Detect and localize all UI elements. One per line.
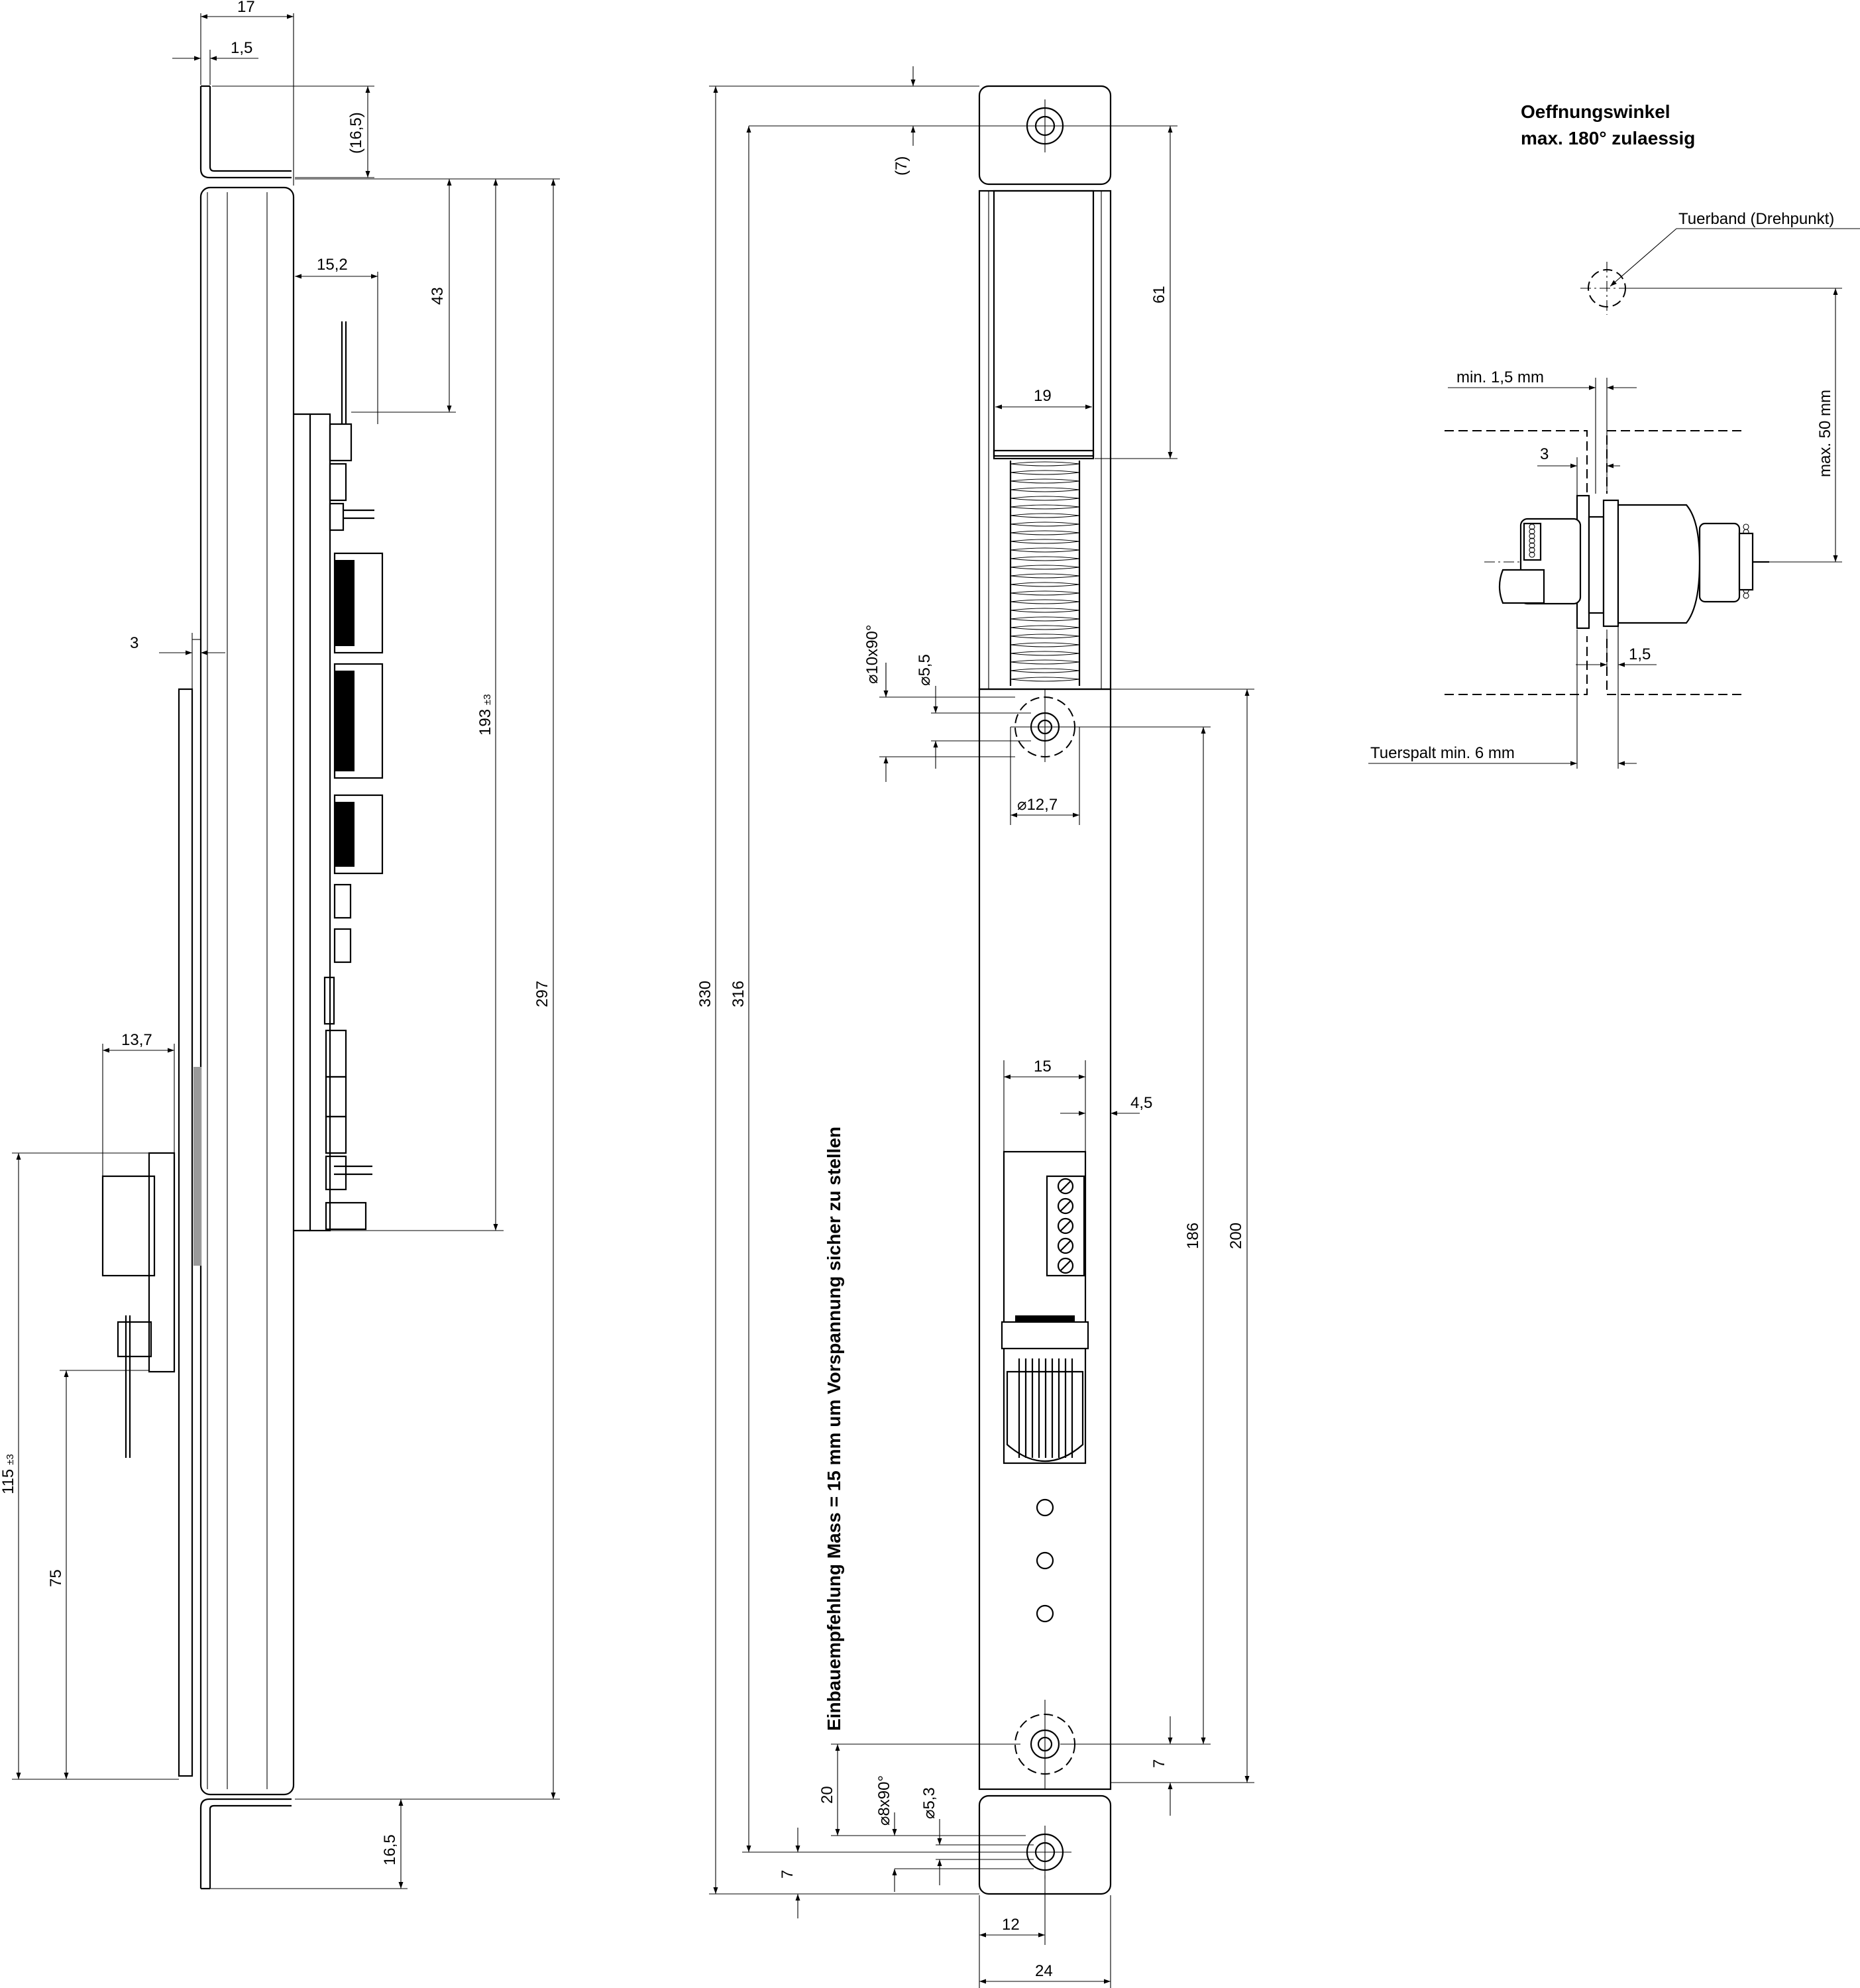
dim-8x90: ⌀8x90° <box>875 1775 893 1826</box>
dim-297: 297 <box>533 981 551 1007</box>
upper-housing <box>978 190 1112 690</box>
dim-316: 316 <box>730 981 747 1007</box>
frame-top-left <box>1445 430 1588 494</box>
frame-top-right <box>1606 430 1741 494</box>
hole-1 <box>1036 1498 1054 1517</box>
dim-1-5: 1,5 <box>231 39 252 57</box>
dim-43: 43 <box>429 287 447 305</box>
dim-7-bottom: 7 <box>779 1870 796 1879</box>
front-terminal-block <box>1001 1150 1089 1464</box>
side-rail <box>178 688 193 1777</box>
opening-angle-limit: max. 180° zulaessig <box>1521 128 1695 148</box>
dim-12-7: ⌀12,7 <box>1017 796 1058 814</box>
dim-61: 61 <box>1150 286 1168 304</box>
hinge-label: Tuerband (Drehpunkt) <box>1678 210 1834 228</box>
profile-body <box>199 186 295 1796</box>
frame-bottom-right <box>1606 636 1741 695</box>
dim-13-7: 13,7 <box>121 1031 152 1049</box>
dim-5-5: ⌀5,5 <box>916 654 934 686</box>
installation-note: Einbauempfehlung Mass = 15 mm um Vorspan… <box>824 1127 844 1731</box>
frame-bottom-left <box>1445 636 1588 695</box>
dim-1-5-detail-label: 1,5 <box>1629 645 1651 663</box>
hole-2 <box>1036 1551 1054 1570</box>
dim-7-top: (7) <box>893 156 910 176</box>
dim-17: 17 <box>237 0 255 16</box>
front-view: (7) 61 19 ⌀10x90° ⌀5,5 ⌀12,7 330 <box>696 66 1254 1988</box>
detail-dims: max. 50 mm min. 1,5 mm 3 1,5 Tuerspalt m… <box>1368 288 1842 769</box>
dim-15-2: 15,2 <box>317 256 348 274</box>
pcb-board <box>309 413 331 1232</box>
terminal-block-3 <box>333 794 384 875</box>
dim-4-5: 4,5 <box>1130 1094 1152 1112</box>
connector-housing <box>101 1175 156 1277</box>
dim-186: 186 <box>1184 1223 1202 1249</box>
dim-20: 20 <box>818 1786 836 1804</box>
max-50-label: max. 50 mm <box>1816 390 1834 477</box>
side-view: 17 1,5 (16,5) 15,2 43 193±3 297 <box>0 0 560 1890</box>
dim-19: 19 <box>1034 387 1052 405</box>
dim-115: 115±3 <box>0 1454 17 1494</box>
dim-7-right: 7 <box>1150 1759 1168 1768</box>
dim-200: 200 <box>1227 1223 1245 1249</box>
terminal-block-2 <box>333 663 384 779</box>
top-bracket <box>199 86 292 179</box>
top-end-plate <box>978 85 1112 186</box>
connector-assembly <box>1498 494 1769 630</box>
dim-24: 24 <box>1035 1962 1053 1980</box>
dim-16-5-bottom: 16,5 <box>381 1834 399 1865</box>
dim-3-detail-label: 3 <box>1540 445 1549 463</box>
min-1-5-label: min. 1,5 mm <box>1456 368 1544 386</box>
dim-15: 15 <box>1034 1058 1052 1076</box>
front-dims: (7) 61 19 ⌀10x90° ⌀5,5 ⌀12,7 330 <box>696 66 1254 1988</box>
lower-body <box>978 688 1112 1791</box>
terminal-block-1 <box>333 552 384 654</box>
dim-16-5-top: (16,5) <box>347 112 365 154</box>
dim-3: 3 <box>130 634 138 652</box>
spring <box>1009 461 1081 686</box>
dim-12: 12 <box>1002 1916 1020 1934</box>
door-gap-label: Tuerspalt min. 6 mm <box>1370 744 1515 762</box>
hole-3 <box>1036 1604 1054 1623</box>
dim-75: 75 <box>47 1569 65 1587</box>
dim-5-3: ⌀5,3 <box>920 1787 938 1819</box>
bottom-bracket <box>199 1798 292 1889</box>
opening-angle-title: Oeffnungswinkel <box>1521 101 1670 122</box>
side-dims: 17 1,5 (16,5) 15,2 43 193±3 297 <box>0 0 560 1889</box>
detail-view: Oeffnungswinkel max. 180° zulaessig Tuer… <box>1368 101 1860 769</box>
dim-330: 330 <box>696 981 714 1007</box>
contact-strip <box>193 1067 201 1266</box>
dim-193: 193±3 <box>476 694 494 736</box>
dim-10x90: ⌀10x90° <box>863 625 881 684</box>
